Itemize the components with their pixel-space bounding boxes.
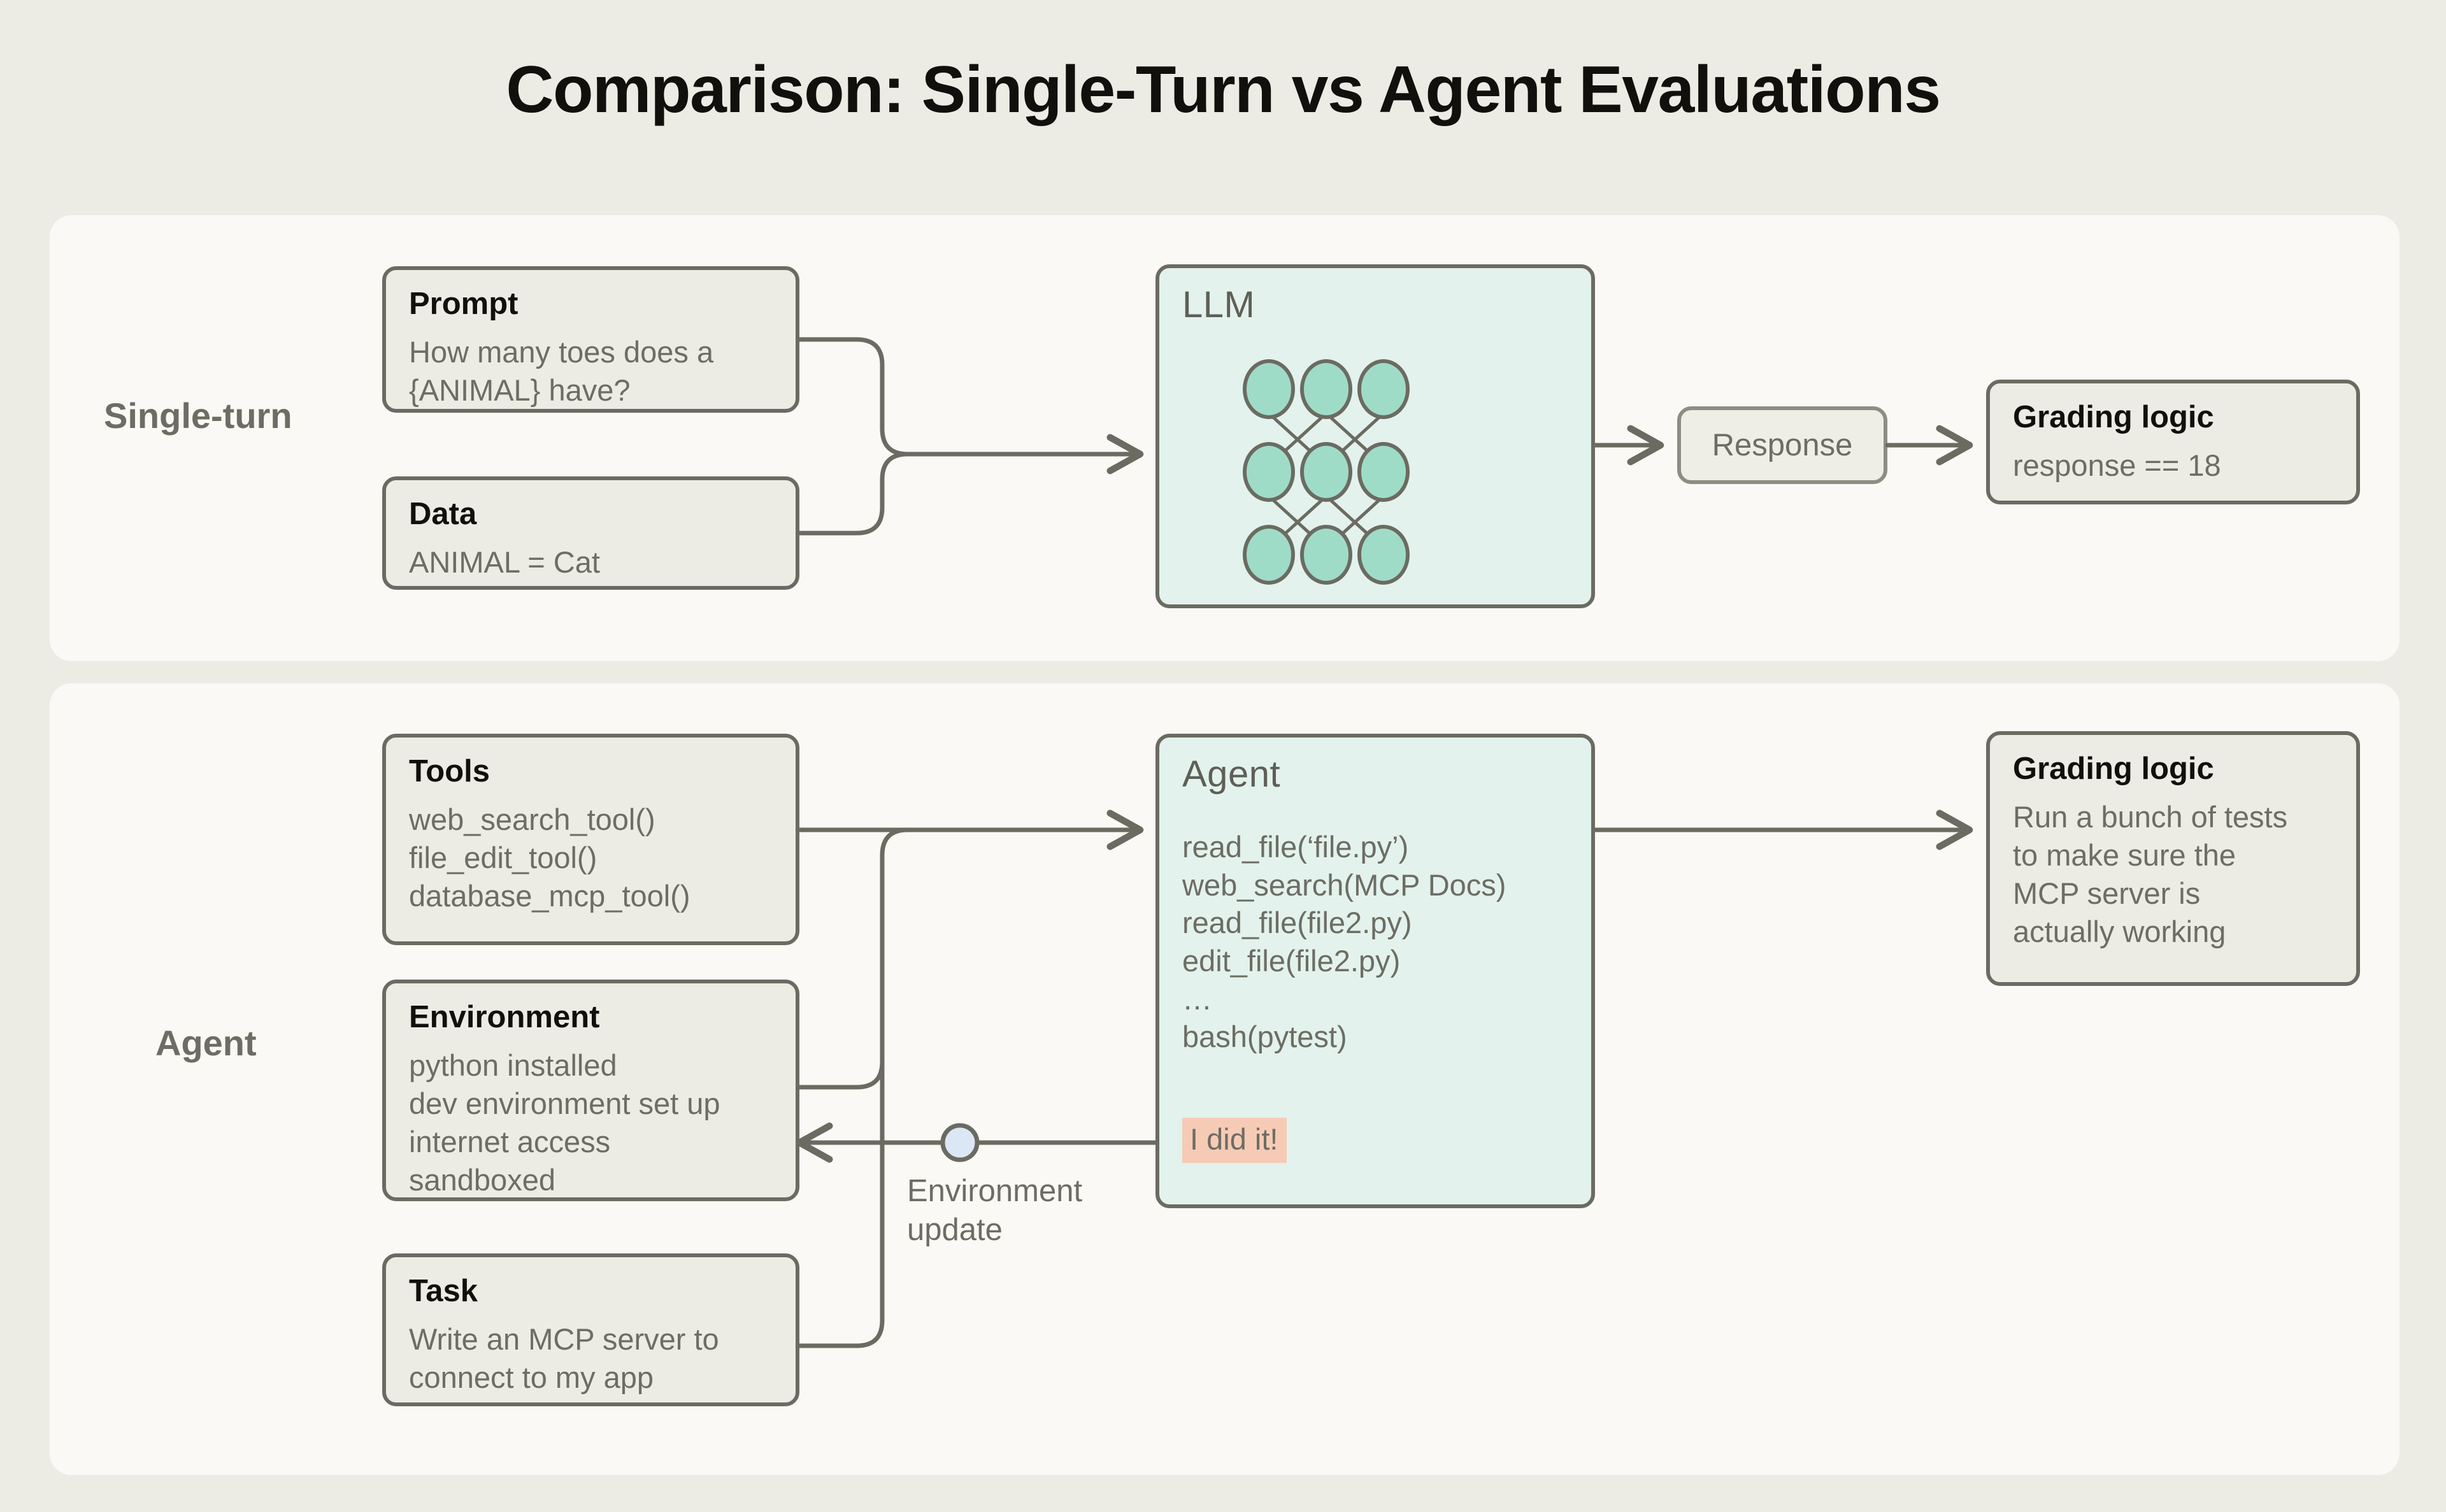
- tools-box: Tools web_search_tool() file_edit_tool()…: [382, 734, 799, 945]
- grading-logic-title-agent: Grading logic: [2013, 752, 2214, 786]
- data-box-title: Data: [409, 497, 477, 531]
- page-title: Comparison: Single-Turn vs Agent Evaluat…: [506, 53, 1941, 127]
- prompt-box-title: Prompt: [409, 287, 519, 321]
- single-turn-row-label: Single-turn: [104, 396, 292, 436]
- prompt-box-body: How many toes does a {ANIMAL} have?: [409, 334, 714, 408]
- environment-box: Environment python installed dev environ…: [382, 980, 799, 1201]
- grading-logic-box-agent: Grading logic Run a bunch of tests to ma…: [1986, 731, 2360, 986]
- task-box-title: Task: [409, 1274, 478, 1308]
- grading-logic-title: Grading logic: [2013, 400, 2214, 434]
- agent-box: Agent read_file(‘file.py’) web_search(MC…: [1155, 734, 1595, 1208]
- agent-box-trace: read_file(‘file.py’) web_search(MCP Docs…: [1182, 830, 1506, 1054]
- agent-box-title: Agent: [1182, 753, 1281, 795]
- llm-box-title: LLM: [1182, 284, 1255, 325]
- response-box: Response: [1677, 406, 1887, 484]
- agent-row-label: Agent: [155, 1023, 257, 1063]
- data-box-body: ANIMAL = Cat: [409, 545, 600, 579]
- grading-logic-body-agent: Run a bunch of tests to make sure the MC…: [2013, 799, 2288, 949]
- tools-box-body: web_search_tool() file_edit_tool() datab…: [409, 802, 690, 913]
- task-box: Task Write an MCP server to connect to m…: [382, 1253, 799, 1406]
- tools-box-title: Tools: [409, 754, 490, 788]
- neural-network-icon: [1243, 359, 1410, 585]
- llm-box: LLM: [1155, 264, 1595, 608]
- environment-box-body: python installed dev environment set up …: [409, 1048, 720, 1197]
- environment-update-label: Environment update: [907, 1174, 1083, 1247]
- task-box-body: Write an MCP server to connect to my app: [409, 1322, 719, 1395]
- environment-box-title: Environment: [409, 1000, 600, 1034]
- data-box: Data ANIMAL = Cat: [382, 476, 799, 590]
- prompt-box: Prompt How many toes does a {ANIMAL} hav…: [382, 266, 799, 413]
- agent-done-badge: I did it!: [1182, 1118, 1287, 1163]
- grading-logic-body: response == 18: [2013, 448, 2221, 482]
- grading-logic-box-single-turn: Grading logic response == 18: [1986, 380, 2360, 504]
